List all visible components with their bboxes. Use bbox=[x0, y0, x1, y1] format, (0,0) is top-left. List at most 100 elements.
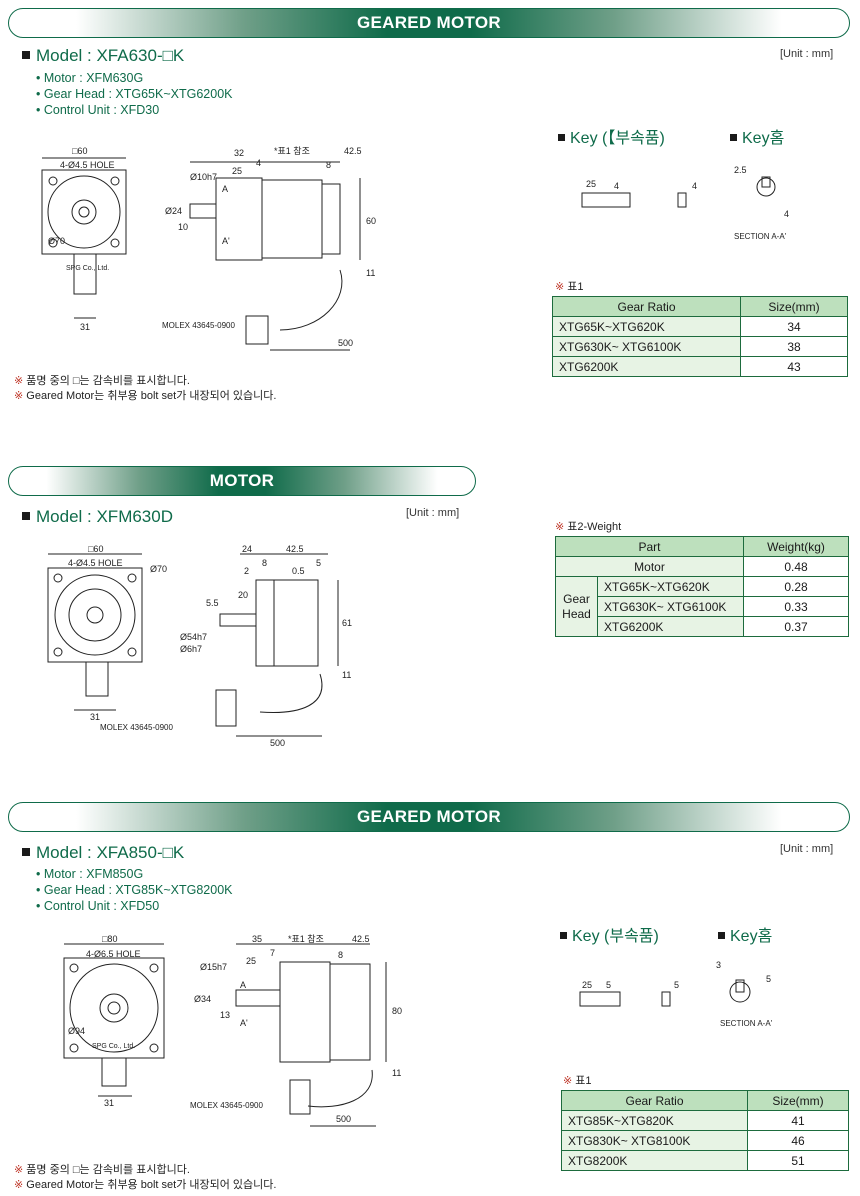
dim-ref: *표1 참조 bbox=[274, 146, 310, 156]
dim-dia-6: Ø6h7 bbox=[180, 644, 202, 654]
gearbox-outline bbox=[279, 961, 331, 1063]
section2-weight-table: Part Weight(kg) Motor 0.48 Gear Head XTG… bbox=[555, 536, 849, 637]
section2-model: Model : XFM630D bbox=[22, 507, 173, 527]
output-shaft bbox=[235, 989, 281, 1007]
section3-banner-title: GEARED MOTOR bbox=[356, 807, 502, 826]
dim-25: 25 bbox=[246, 956, 256, 966]
dim-cable: 500 bbox=[338, 338, 353, 348]
dim-boss-dia: Ø24 bbox=[165, 206, 182, 216]
section3-notes: ※ 품명 중의 □는 감속비를 표시합니다. ※ Geared Motor는 취… bbox=[14, 1163, 276, 1193]
col-gear-ratio: Gear Ratio bbox=[552, 296, 741, 317]
key-len-label: 25 bbox=[582, 980, 592, 990]
key-h-label: 4 bbox=[614, 181, 619, 191]
mount-hole-bl bbox=[69, 1043, 79, 1053]
shaft-center bbox=[107, 1001, 121, 1015]
dim-pcd: Ø94 bbox=[68, 1026, 85, 1036]
dim-cable: 500 bbox=[270, 738, 285, 748]
molex-label: MOLEX 43645-0900 bbox=[190, 1101, 263, 1110]
connector-body bbox=[289, 1079, 311, 1115]
base-block bbox=[101, 1057, 127, 1087]
dim-0-5: 0.5 bbox=[292, 566, 305, 576]
dim-key-len: 13 bbox=[220, 1010, 230, 1020]
mount-hole-br bbox=[110, 238, 120, 248]
bullet-square-icon bbox=[22, 512, 30, 520]
section2-banner-title: MOTOR bbox=[209, 471, 275, 490]
bullet-square-icon bbox=[22, 51, 30, 59]
dim-11: 11 bbox=[366, 268, 375, 278]
dim-flange: □60 bbox=[72, 146, 87, 156]
dim-hole: 4-Ø6.5 HOLE bbox=[86, 949, 141, 959]
shaft-circle bbox=[71, 199, 97, 225]
section-a2: A' bbox=[222, 236, 230, 246]
key-w-label: 4 bbox=[692, 181, 697, 191]
reference-mark-icon: ※ bbox=[14, 375, 24, 387]
key-end bbox=[661, 991, 671, 1007]
mount-hole-br bbox=[127, 647, 137, 657]
table-row: XTG630K~ XTG6100K 0.33 bbox=[556, 596, 849, 617]
mount-hole-tl bbox=[69, 963, 79, 973]
pcd-circle bbox=[69, 963, 159, 1053]
dim-shaft-dia: Ø15h7 bbox=[200, 962, 227, 972]
mount-hole-bl bbox=[53, 647, 63, 657]
dim-42-5: 42.5 bbox=[286, 544, 304, 554]
mount-hole-bl bbox=[48, 238, 58, 248]
bullet-square-icon bbox=[560, 932, 567, 939]
section3-drawing: □80 4-Ø6.5 HOLE Ø94 SPG Co., Ltd. 31 Ø15… bbox=[63, 934, 402, 1127]
section2-unit: [Unit : mm] bbox=[406, 507, 460, 519]
dim-32: 32 bbox=[234, 148, 244, 158]
section2-table-title: ※ 표2-Weight bbox=[555, 521, 622, 533]
motor-housing bbox=[329, 963, 371, 1061]
key-side bbox=[581, 192, 631, 208]
table-header-row: Gear Ratio Size(mm) bbox=[552, 296, 848, 317]
groove-h-label: 4 bbox=[784, 209, 789, 219]
section2-banner: MOTOR bbox=[8, 466, 476, 496]
section1-unit: [Unit : mm] bbox=[780, 48, 834, 60]
shaft-circle bbox=[99, 993, 129, 1023]
dim-hole: 4-Ø4.5 HOLE bbox=[68, 558, 123, 568]
mount-hole-tl bbox=[48, 176, 58, 186]
key-side bbox=[579, 991, 621, 1007]
section1-drawing: □60 4-Ø4.5 HOLE Ø70 SPG Co., Ltd. 31 Ø10… bbox=[41, 146, 376, 351]
spec-motor: • Motor : XFM850G bbox=[36, 867, 144, 881]
table-header-row: Part Weight(kg) bbox=[555, 536, 849, 557]
spec-gearhead: • Gear Head : XTG85K~XTG8200K bbox=[36, 883, 233, 897]
mount-hole-tr bbox=[110, 176, 120, 186]
groove-shaft bbox=[756, 177, 776, 197]
groove-w-label: 2.5 bbox=[734, 165, 747, 175]
table-header-row: Gear Ratio Size(mm) bbox=[561, 1090, 849, 1111]
section-a: A bbox=[222, 184, 228, 194]
col-weight: Weight(kg) bbox=[743, 536, 849, 557]
motor-housing bbox=[261, 179, 323, 259]
col-size: Size(mm) bbox=[740, 296, 848, 317]
dim-8: 8 bbox=[338, 950, 343, 960]
reference-mark-icon: ※ bbox=[14, 1164, 24, 1176]
dim-11: 11 bbox=[342, 670, 351, 680]
dim-60: 60 bbox=[366, 216, 376, 226]
cable-path bbox=[279, 269, 343, 331]
motor-body bbox=[273, 579, 319, 667]
section1-specs: • Motor : XFM630G • Gear Head : XTG65K~X… bbox=[36, 70, 233, 118]
reference-mark-icon: ※ bbox=[555, 281, 565, 293]
dim-11: 11 bbox=[392, 1068, 401, 1078]
shaft-center bbox=[78, 206, 90, 218]
connector-body bbox=[245, 315, 269, 345]
section-label: SECTION A-A' bbox=[734, 232, 787, 241]
section2-drawing: □60 4-Ø4.5 HOLE Ø70 31 24 42.5 2 8 0.5 5… bbox=[47, 544, 352, 748]
groove-slot bbox=[735, 979, 745, 993]
bullet-square-icon bbox=[22, 848, 30, 856]
reference-mark-icon: ※ bbox=[563, 1075, 573, 1087]
section-a: A bbox=[240, 980, 246, 990]
pcd-circle bbox=[54, 574, 136, 656]
section1-banner: GEARED MOTOR bbox=[8, 8, 850, 38]
dim-base: 31 bbox=[104, 1098, 114, 1108]
section3-key-drawing: 25 5 5 3 5 SECTION A-A' bbox=[579, 960, 773, 1028]
note-item: ※ 품명 중의 □는 감속비를 표시합니다. bbox=[14, 1164, 190, 1176]
pcd-circle bbox=[47, 175, 121, 249]
motor-shaft bbox=[219, 613, 257, 627]
spec-gearhead: • Gear Head : XTG65K~XTG6200K bbox=[36, 87, 233, 101]
dim-shaft-dia: Ø10h7 bbox=[190, 172, 217, 182]
